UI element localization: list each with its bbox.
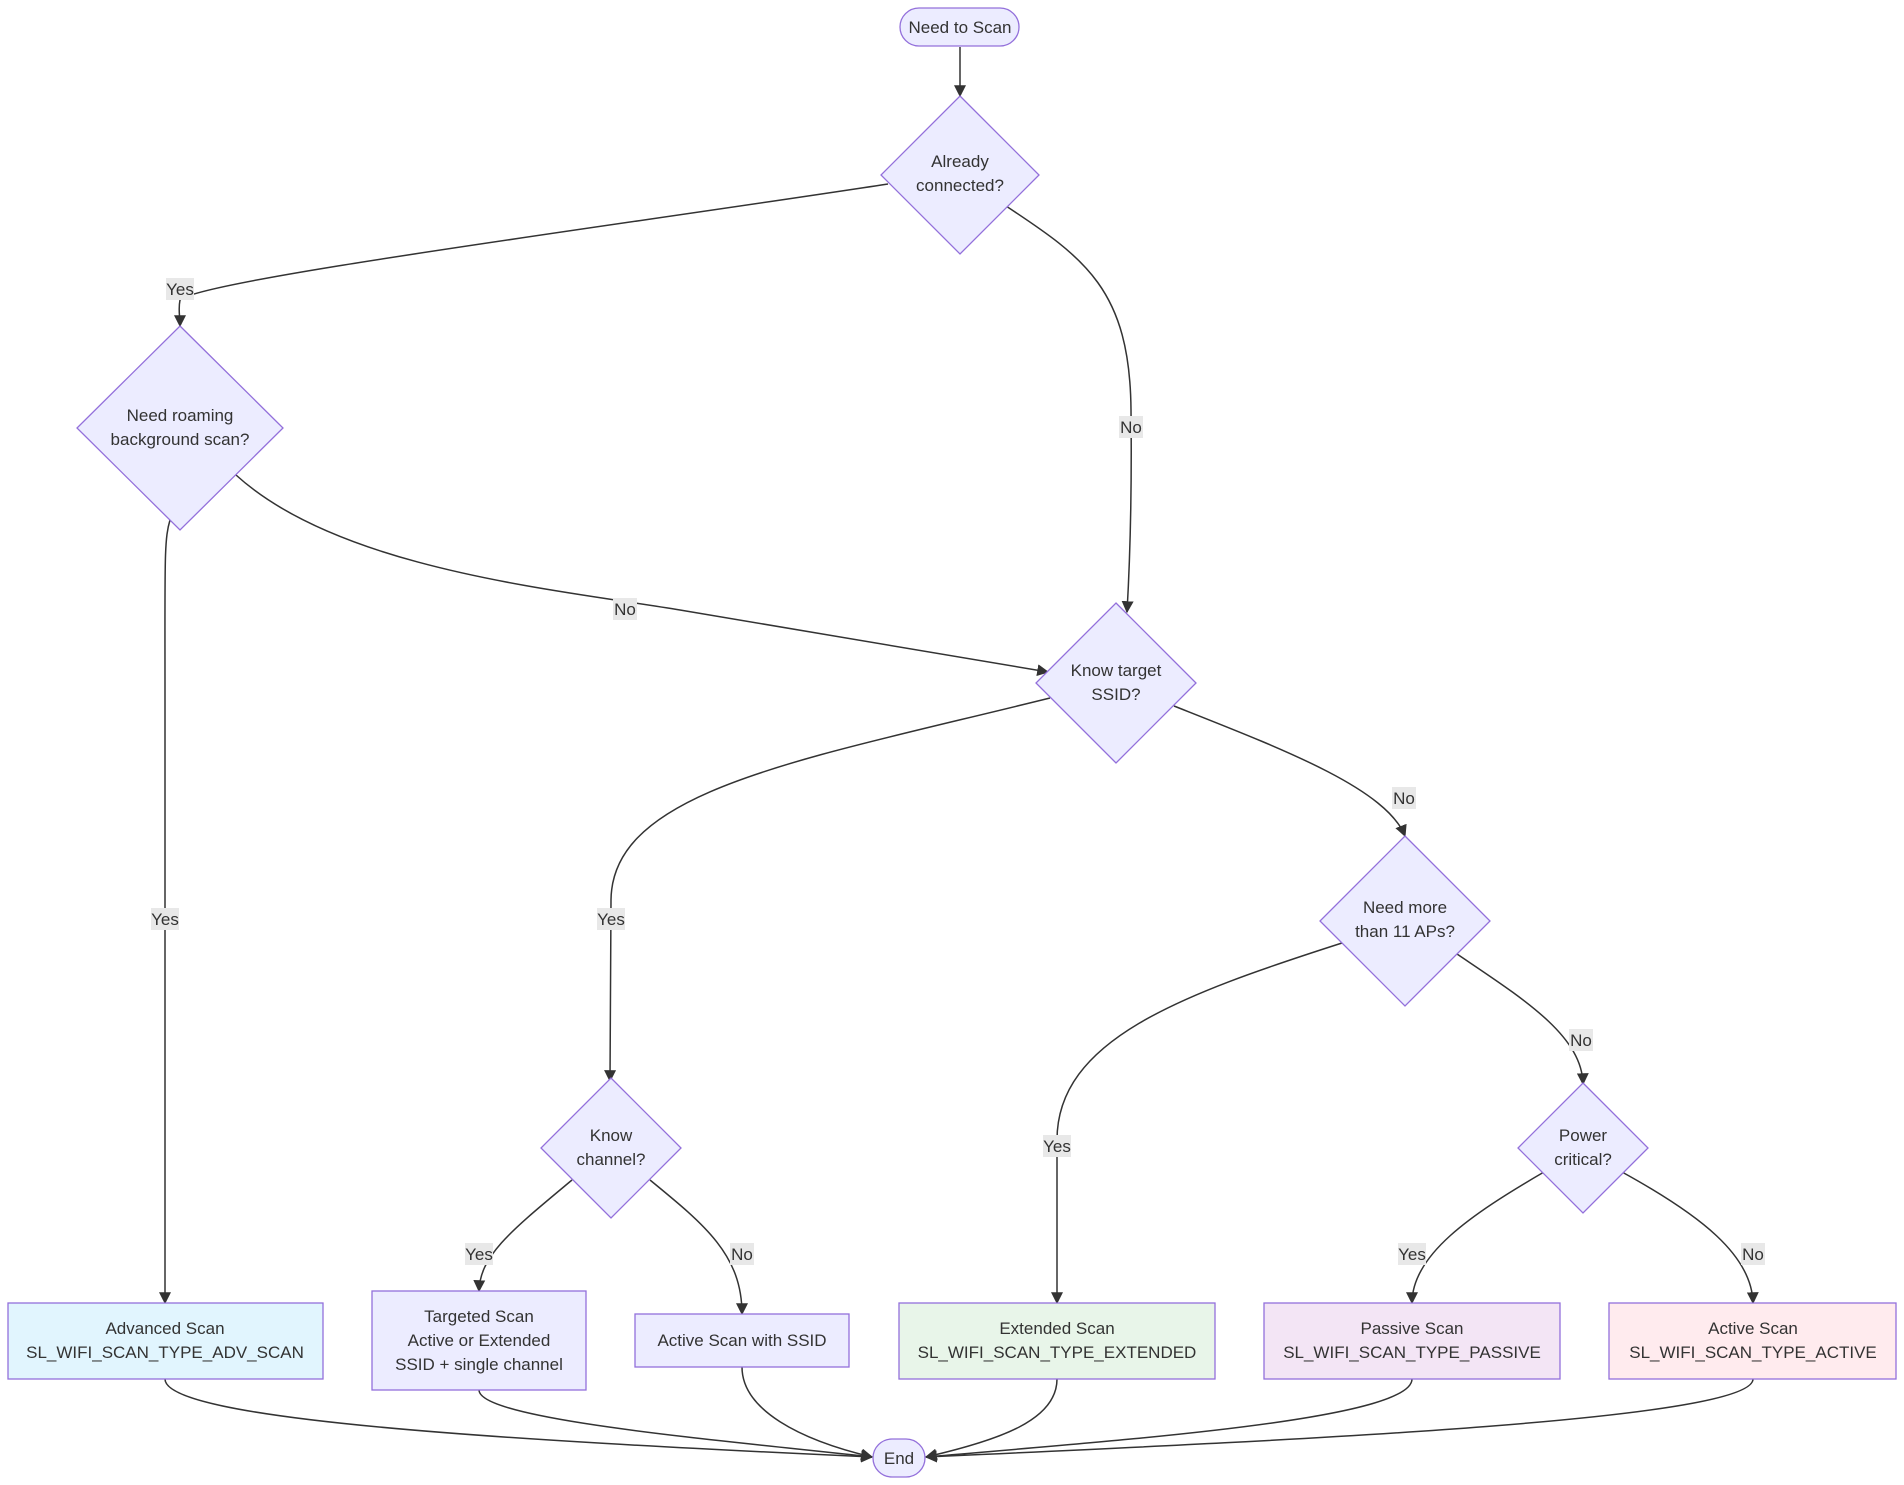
svg-text:Active Scan with SSID: Active Scan with SSID [657,1331,826,1350]
svg-text:No: No [1742,1245,1764,1264]
svg-text:Yes: Yes [597,910,625,929]
svg-text:channel?: channel? [576,1150,645,1169]
svg-text:SSID?: SSID? [1091,685,1140,704]
edges [159,47,1759,1463]
edge-adv-to-end [164,1378,874,1463]
edge-targeted-to-end [478,1389,874,1462]
edge-label-power-no: No [1741,1243,1765,1265]
node-extended-scan: Extended Scan SL_WIFI_SCAN_TYPE_EXTENDED [898,1302,1216,1380]
decision-know-target-ssid: Know target SSID? [1035,602,1197,764]
svg-text:No: No [731,1245,753,1264]
edge-labels: Yes No Yes No Yes No Yes No [151,278,1765,1265]
node-active-scan-with-ssid: Active Scan with SSID [634,1313,850,1368]
node-end: End [872,1438,926,1478]
svg-text:Yes: Yes [465,1245,493,1264]
svg-text:No: No [614,600,636,619]
edge-label-ssid-yes: Yes [597,908,625,930]
edge-more-aps-to-power [1456,953,1589,1086]
svg-text:SL_WIFI_SCAN_TYPE_ADV_SCAN: SL_WIFI_SCAN_TYPE_ADV_SCAN [26,1343,304,1362]
svg-text:connected?: connected? [916,176,1004,195]
edge-active-to-end [924,1378,1754,1463]
edge-label-connected-no: No [1119,416,1143,438]
node-passive-scan: Passive Scan SL_WIFI_SCAN_TYPE_PASSIVE [1263,1302,1561,1380]
edge-label-connected-yes: Yes [166,278,194,300]
edge-ssid-to-more-aps [1173,705,1407,838]
svg-text:than 11 APs?: than 11 APs? [1355,922,1455,941]
edge-label-channel-no: No [730,1243,754,1265]
node-targeted-scan: Targeted Scan Active or Extended SSID + … [371,1290,587,1391]
svg-text:Need more: Need more [1363,898,1447,917]
svg-text:Extended Scan: Extended Scan [999,1319,1114,1338]
svg-text:No: No [1120,418,1142,437]
svg-text:SSID + single channel: SSID + single channel [395,1355,563,1374]
node-start: Need to Scan [899,7,1020,47]
decision-power-critical: Power critical? [1517,1082,1649,1214]
svg-text:Know target: Know target [1071,661,1162,680]
svg-text:No: No [1570,1031,1592,1050]
svg-text:Yes: Yes [1398,1245,1426,1264]
edge-passive-to-end [924,1378,1413,1463]
edge-power-to-active [1621,1171,1759,1305]
svg-text:End: End [884,1449,914,1468]
edge-roaming-to-ssid [235,474,1050,677]
decision-need-roaming: Need roaming background scan? [76,325,284,531]
edge-label-channel-yes: Yes [465,1243,493,1265]
edge-connected-to-ssid [1005,205,1134,614]
svg-text:critical?: critical? [1554,1150,1612,1169]
svg-text:Active or Extended: Active or Extended [408,1331,551,1350]
edge-roaming-to-adv [159,519,171,1305]
edge-label-ssid-no: No [1392,787,1416,809]
node-advanced-scan: Advanced Scan SL_WIFI_SCAN_TYPE_ADV_SCAN [7,1302,324,1380]
decision-need-more-aps: Need more than 11 APs? [1319,835,1491,1007]
edge-active-ssid-to-end [741,1366,874,1461]
svg-text:Targeted Scan: Targeted Scan [424,1307,534,1326]
edge-extended-to-end [924,1378,1058,1461]
edge-channel-to-active-ssid [649,1179,748,1316]
edge-ssid-to-channel [604,697,1051,1083]
svg-text:SL_WIFI_SCAN_TYPE_ACTIVE: SL_WIFI_SCAN_TYPE_ACTIVE [1629,1343,1877,1362]
edge-label-power-yes: Yes [1398,1243,1426,1265]
svg-text:Active Scan: Active Scan [1708,1319,1798,1338]
edge-connected-to-roaming [173,183,889,328]
edge-more-aps-to-extended [1051,942,1343,1305]
svg-text:background scan?: background scan? [111,430,250,449]
svg-text:Power: Power [1559,1126,1608,1145]
svg-text:Already: Already [931,152,989,171]
svg-text:SL_WIFI_SCAN_TYPE_EXTENDED: SL_WIFI_SCAN_TYPE_EXTENDED [918,1343,1197,1362]
svg-text:Need roaming: Need roaming [127,406,234,425]
svg-text:No: No [1393,789,1415,808]
node-active-scan: Active Scan SL_WIFI_SCAN_TYPE_ACTIVE [1608,1302,1897,1380]
decision-already-connected: Already connected? [880,95,1040,255]
svg-text:Yes: Yes [1043,1137,1071,1156]
edge-label-roaming-no: No [613,598,637,620]
edge-label-aps-yes: Yes [1043,1135,1071,1157]
edge-label-aps-no: No [1569,1029,1593,1051]
edge-label-roaming-yes: Yes [151,908,179,930]
edge-channel-to-targeted [473,1179,573,1293]
svg-text:SL_WIFI_SCAN_TYPE_PASSIVE: SL_WIFI_SCAN_TYPE_PASSIVE [1283,1343,1541,1362]
svg-text:Need to Scan: Need to Scan [908,18,1011,37]
svg-text:Passive Scan: Passive Scan [1361,1319,1464,1338]
svg-text:Yes: Yes [151,910,179,929]
svg-text:Yes: Yes [166,280,194,299]
edge-power-to-passive [1406,1171,1545,1305]
nodes: Need to Scan Already connected? Need roa… [7,7,1897,1478]
decision-know-channel: Know channel? [540,1077,682,1219]
svg-text:Know: Know [590,1126,633,1145]
svg-text:Advanced Scan: Advanced Scan [105,1319,224,1338]
